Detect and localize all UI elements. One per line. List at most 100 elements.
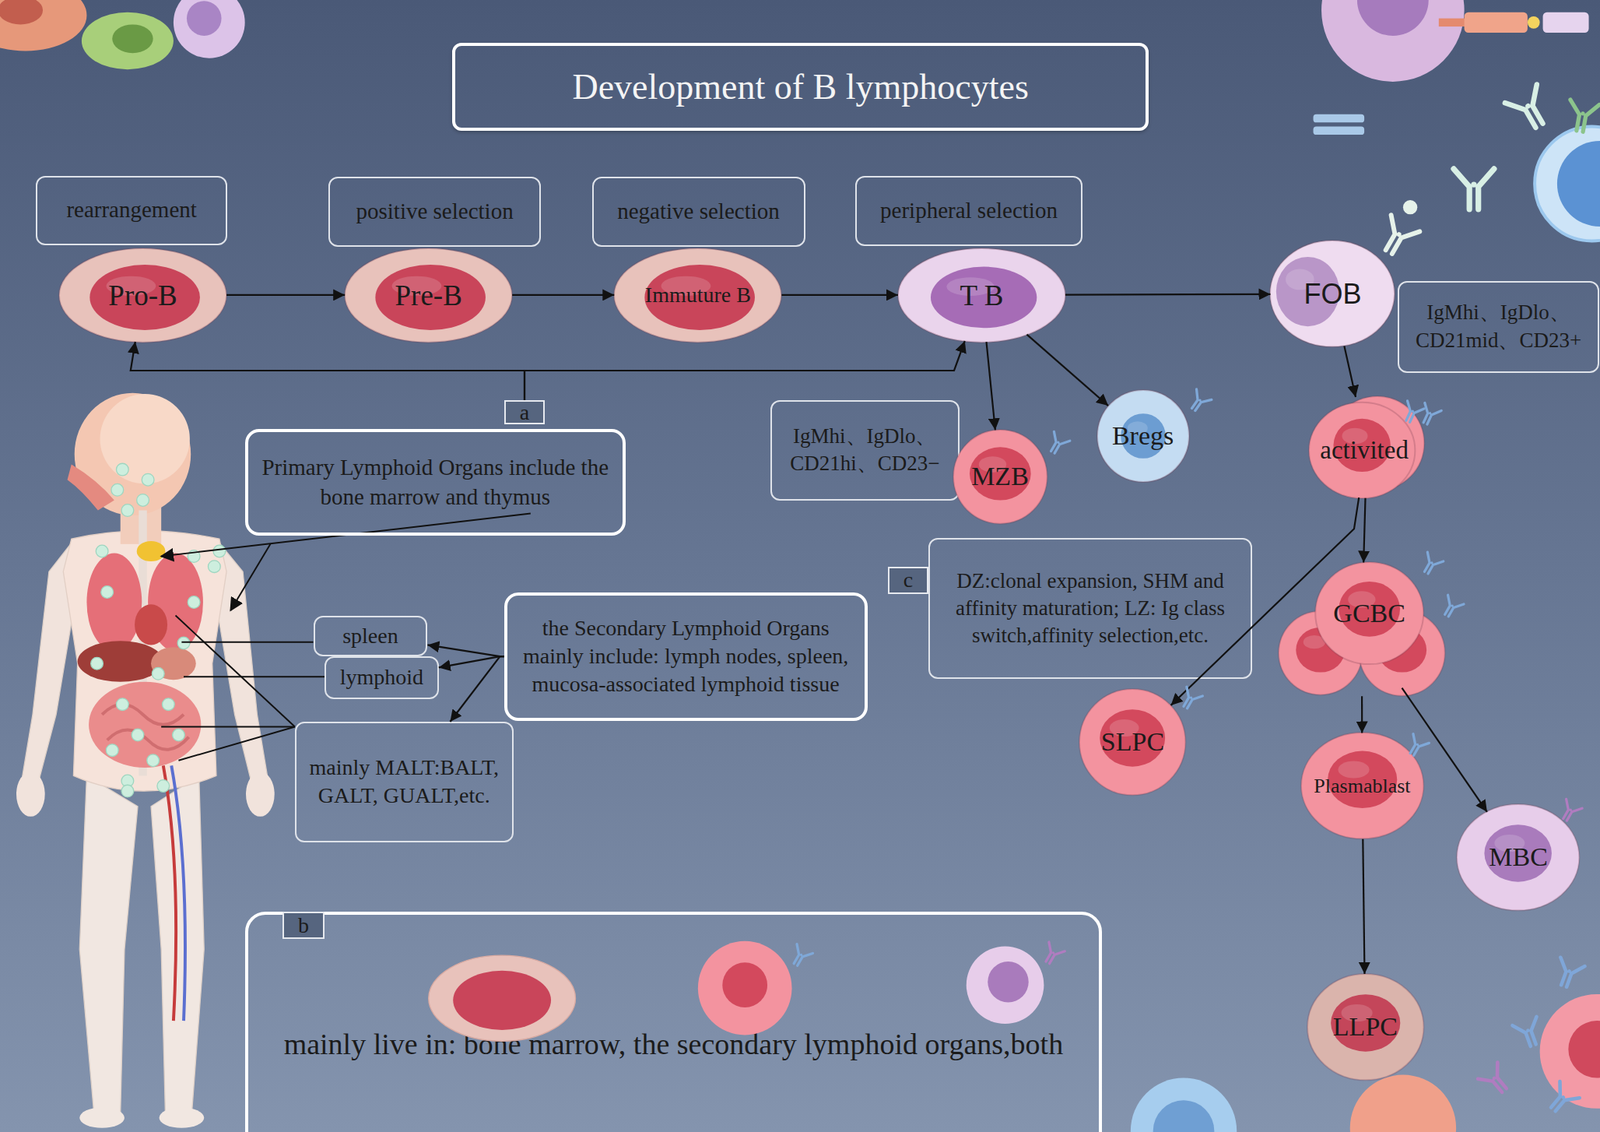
cell-nucleus bbox=[1099, 708, 1165, 766]
lymph-node bbox=[207, 560, 221, 573]
connector-arrow bbox=[1362, 838, 1365, 974]
antibody bbox=[1417, 403, 1442, 428]
box-text: rearrangement bbox=[66, 195, 197, 225]
cell-label: LLPC bbox=[1333, 1013, 1398, 1040]
cell-body bbox=[59, 248, 227, 343]
deco-nucleus bbox=[1568, 1020, 1600, 1078]
text-box: negative selection bbox=[592, 176, 806, 247]
cell-nucleus bbox=[930, 266, 1037, 328]
box-text: a bbox=[519, 401, 530, 424]
cell-label: Bregs bbox=[1112, 422, 1174, 450]
connector-arrow bbox=[986, 341, 996, 430]
cell-label: activited bbox=[1319, 437, 1409, 464]
lymph-node bbox=[91, 656, 104, 670]
label-tag: c bbox=[887, 566, 929, 594]
text-box: spleen bbox=[313, 615, 429, 657]
cell-label: FOB bbox=[1303, 280, 1362, 309]
secondary-organ-cell bbox=[698, 940, 793, 1036]
cell-body bbox=[1270, 240, 1395, 347]
leg bbox=[79, 775, 138, 1113]
heart bbox=[134, 603, 168, 645]
cell-label: Immuture B bbox=[645, 284, 751, 306]
lymph-nodes bbox=[91, 463, 226, 797]
lymph-node bbox=[115, 698, 129, 711]
cell-node: MBC bbox=[1456, 803, 1579, 910]
both-location-cell bbox=[966, 945, 1045, 1024]
deco-nucleus bbox=[1557, 140, 1600, 227]
connector-arrow bbox=[1343, 346, 1356, 397]
cell-body bbox=[1315, 561, 1424, 664]
cell-label: Pre-B bbox=[395, 280, 463, 309]
text-box: mainly MALT:BALT, GALT, GUALT,etc. bbox=[294, 721, 514, 843]
label-tag: b bbox=[282, 911, 325, 939]
connector-arrow bbox=[512, 294, 615, 296]
lymph-node bbox=[101, 585, 114, 599]
lymph-node bbox=[213, 544, 226, 558]
cell-nucleus bbox=[969, 446, 1032, 500]
receptor bbox=[1527, 16, 1541, 29]
lymph-node bbox=[111, 483, 124, 496]
hand bbox=[16, 771, 46, 817]
antibody bbox=[1177, 686, 1203, 712]
connector-arrow bbox=[1027, 334, 1109, 406]
lung bbox=[86, 553, 142, 652]
cell-nucleus bbox=[987, 961, 1029, 1002]
throat bbox=[67, 464, 115, 511]
stomach bbox=[150, 646, 197, 680]
cell-body bbox=[1097, 389, 1190, 482]
antibody bbox=[1418, 551, 1444, 577]
cell-nucleus bbox=[452, 970, 551, 1030]
deco-cell bbox=[1540, 993, 1600, 1109]
connector-arrow bbox=[427, 644, 504, 657]
leader-line bbox=[161, 726, 295, 728]
box-text: DZ:clonal expansion, SHM and affinity ma… bbox=[936, 567, 1245, 650]
receptor bbox=[1464, 12, 1528, 33]
box-text: positive selection bbox=[355, 196, 513, 227]
antibody bbox=[1185, 389, 1212, 415]
thymus bbox=[136, 540, 166, 562]
receptor bbox=[1543, 12, 1590, 33]
box-text: IgMhi、IgDlo、CD21mid、CD23+ bbox=[1405, 298, 1591, 354]
lymph-node bbox=[151, 666, 165, 680]
antibody bbox=[1374, 214, 1420, 260]
deco-nucleus bbox=[112, 24, 153, 53]
antibody bbox=[1512, 1016, 1545, 1050]
connector-arrow bbox=[1363, 498, 1365, 563]
lymph-node bbox=[136, 494, 150, 507]
foot bbox=[159, 1107, 205, 1128]
cell-body bbox=[1079, 688, 1186, 795]
deco-cell bbox=[173, 0, 246, 59]
box-text: mainly MALT:BALT, GALT, GUALT,etc. bbox=[302, 753, 506, 811]
cell-body bbox=[953, 429, 1048, 524]
antibody bbox=[1564, 99, 1600, 134]
lymph-node bbox=[121, 784, 134, 797]
hand bbox=[245, 771, 275, 817]
deco-nucleus bbox=[186, 0, 222, 36]
cell-node: activited bbox=[1308, 396, 1425, 499]
cell-label: T B bbox=[959, 280, 1004, 309]
receptor bbox=[1313, 114, 1365, 123]
leader-line bbox=[230, 543, 271, 611]
cell-node: FOB bbox=[1270, 240, 1395, 347]
text-box: mainly live in: bone marrow, the seconda… bbox=[245, 911, 1102, 1132]
lymph-node bbox=[161, 698, 175, 711]
box-text: IgMhi、IgDlo、CD21hi、CD23− bbox=[778, 422, 952, 478]
deco-cell bbox=[1130, 1077, 1237, 1132]
box-text: peripheral selection bbox=[880, 196, 1058, 226]
bone-marrow-cell bbox=[428, 954, 576, 1041]
skull bbox=[100, 393, 190, 484]
cell-label: SLPC bbox=[1101, 728, 1165, 755]
lymph-node bbox=[147, 754, 160, 767]
antibody bbox=[1438, 594, 1464, 620]
connector-arrow bbox=[781, 294, 899, 296]
cell-shape bbox=[1278, 561, 1446, 696]
lymph-node bbox=[105, 743, 119, 757]
cell-label: Pro-B bbox=[108, 280, 177, 309]
deco-nucleus bbox=[1153, 1099, 1215, 1132]
leg bbox=[150, 775, 204, 1113]
lymph-node bbox=[115, 463, 129, 476]
text-box: DZ:clonal expansion, SHM and affinity ma… bbox=[928, 537, 1253, 679]
cell-node: GCBC bbox=[1278, 561, 1446, 696]
cell-node: SLPC bbox=[1079, 688, 1186, 795]
